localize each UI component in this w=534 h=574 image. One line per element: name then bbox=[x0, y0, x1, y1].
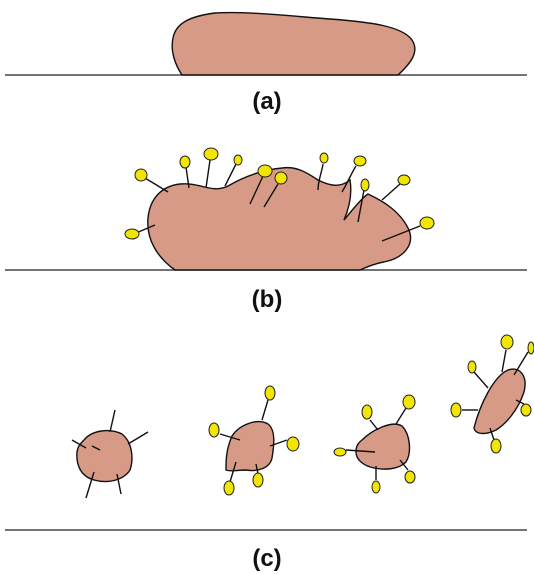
ligand-head bbox=[258, 165, 272, 177]
ligand-head bbox=[320, 153, 328, 163]
ligand-head bbox=[451, 403, 461, 417]
ligand-stem bbox=[382, 184, 400, 200]
ligand-head bbox=[334, 448, 346, 456]
ligand-stem bbox=[262, 400, 268, 420]
ligand-head bbox=[224, 481, 234, 495]
ligand-head bbox=[528, 342, 534, 354]
ligand-head bbox=[204, 148, 218, 160]
panel-a: (a) bbox=[5, 13, 527, 115]
ligand-stem bbox=[128, 432, 148, 444]
particle-body bbox=[77, 431, 132, 482]
free-particle-3 bbox=[334, 395, 415, 493]
ligand-head bbox=[491, 439, 501, 453]
ligand-head bbox=[275, 172, 287, 184]
ligand-head bbox=[265, 386, 275, 400]
ligand-head bbox=[521, 404, 531, 416]
ligand-head bbox=[362, 405, 372, 419]
ligand-head bbox=[372, 481, 380, 493]
ligand-head bbox=[403, 395, 415, 409]
ligand-head bbox=[501, 335, 513, 349]
ligand-head bbox=[405, 471, 415, 483]
bare-particle-a bbox=[172, 13, 415, 75]
ligand-stem bbox=[502, 350, 506, 372]
ligand-head bbox=[209, 423, 219, 437]
panel-label-a: (a) bbox=[252, 88, 281, 115]
ligand-head bbox=[180, 156, 190, 168]
ligand-head bbox=[125, 229, 139, 239]
ligand-head bbox=[135, 169, 147, 181]
ligand-stem bbox=[110, 410, 115, 432]
ligand-head bbox=[354, 156, 366, 166]
panel-c: (c) bbox=[5, 335, 534, 572]
panel-b: (b) bbox=[5, 148, 527, 313]
ligand-head bbox=[468, 361, 476, 373]
panel-label-b: (b) bbox=[252, 286, 283, 313]
ligand-stem bbox=[396, 408, 406, 424]
panel-label-c: (c) bbox=[252, 545, 281, 572]
free-particle-1 bbox=[72, 410, 148, 498]
ligand-stem bbox=[474, 372, 488, 388]
ligand-head bbox=[253, 473, 263, 487]
free-particle-4 bbox=[451, 335, 534, 453]
ligand-stem bbox=[145, 178, 168, 192]
ligand-head bbox=[234, 155, 242, 165]
ligand-stem bbox=[370, 420, 378, 430]
ligand-head bbox=[420, 217, 434, 229]
ligand-head bbox=[398, 175, 410, 185]
ligand-head bbox=[361, 179, 369, 191]
ligand-stem bbox=[206, 160, 210, 188]
particle-body bbox=[226, 422, 274, 471]
ligand-head bbox=[287, 437, 299, 451]
free-particle-2 bbox=[209, 386, 299, 495]
